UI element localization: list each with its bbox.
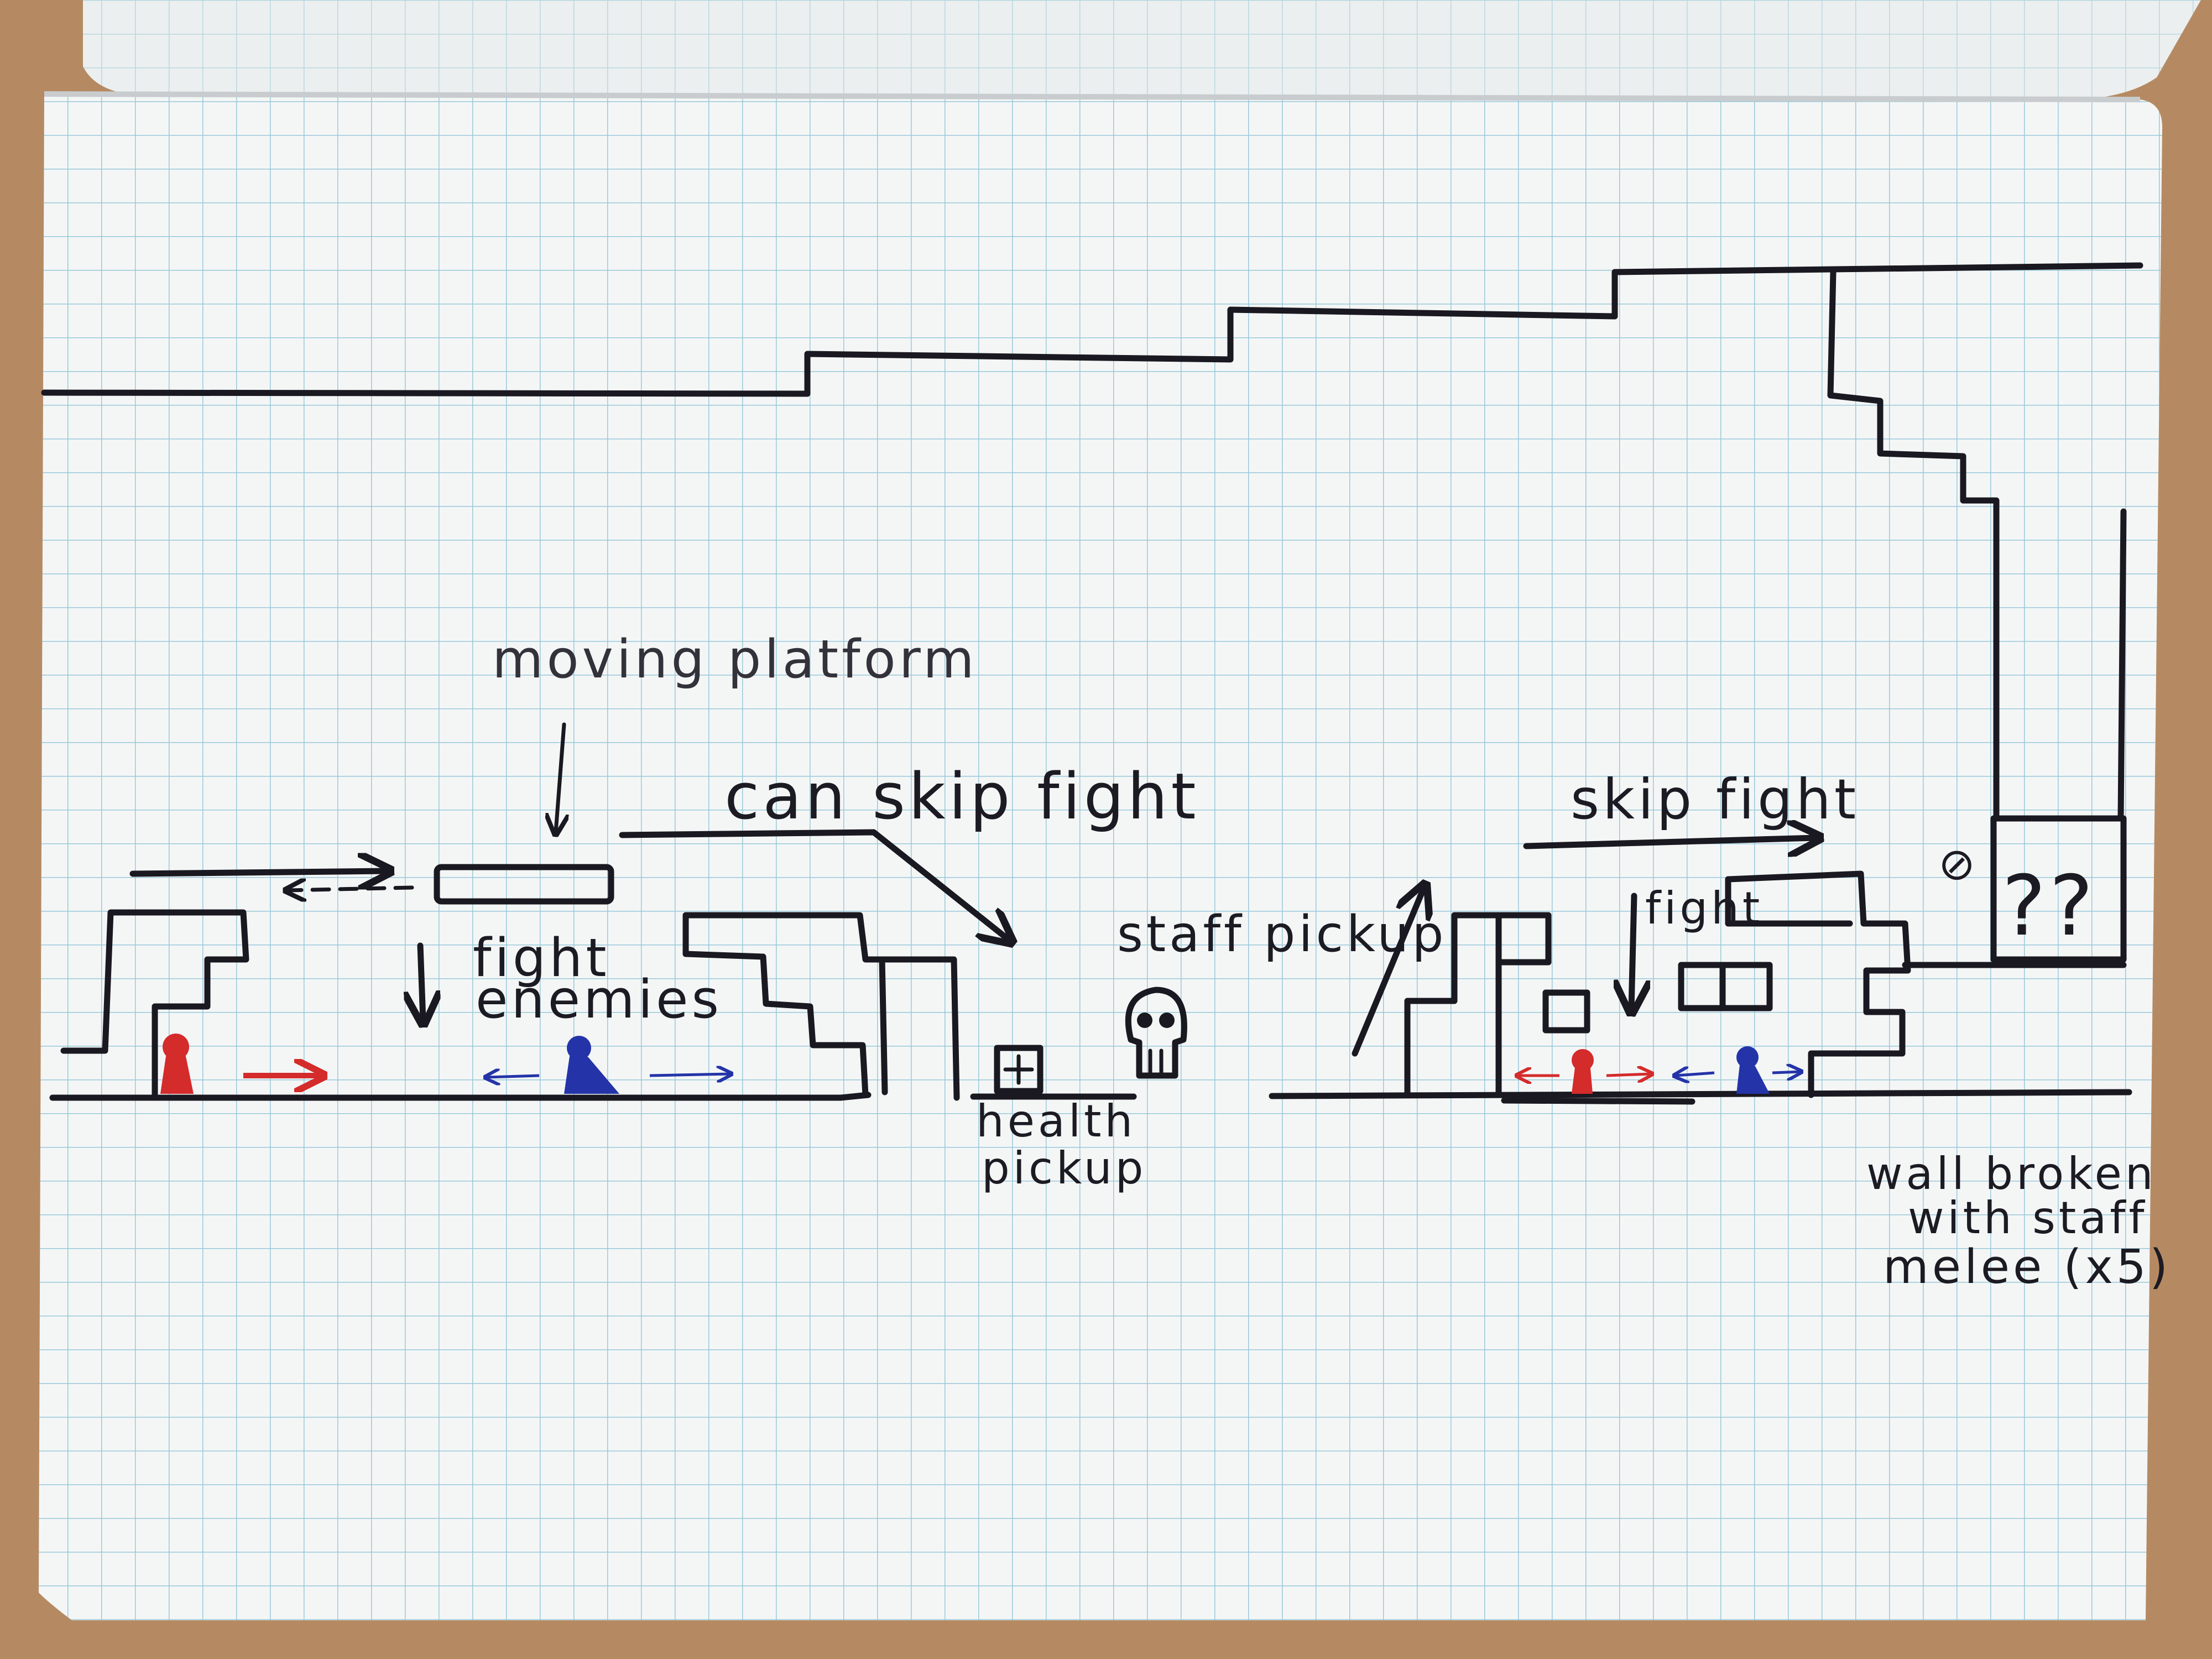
fight-drop-arrow <box>1631 893 1634 1009</box>
fight-enemies-label-2: enemies <box>476 969 722 1030</box>
skip-route-arrow <box>619 829 1009 940</box>
floor-left <box>49 1092 872 1101</box>
fight-enemies-label-1: fight <box>473 928 610 989</box>
blue-character-icon <box>1736 1046 1770 1094</box>
plus-icon <box>1003 1054 1034 1085</box>
skip-fight-label: skip fight <box>1571 767 1859 832</box>
health-pickup-label-1: health <box>976 1095 1136 1147</box>
wall-note-1: wall broken <box>1866 1148 2157 1199</box>
wall-note-3: melee (x5) <box>1883 1240 2171 1295</box>
start-arrow <box>129 871 387 874</box>
right-structure-ledge <box>1725 876 1853 927</box>
moving-platform-label: moving platform <box>492 629 978 690</box>
moving-platform-pointer <box>556 722 564 832</box>
red-character-icon <box>160 1034 194 1094</box>
floor-dip <box>1501 1097 1695 1105</box>
can-skip-fight-label: can skip fight <box>724 760 1199 834</box>
wall-note-2: with staff <box>1908 1192 2148 1244</box>
right-wall <box>2117 508 2127 819</box>
start-structure <box>60 909 249 1101</box>
ceiling-line <box>41 262 2143 397</box>
red-right-arrow <box>1606 1074 1651 1076</box>
floor-right <box>1269 1089 2132 1099</box>
health-pickup-label-2: pickup <box>982 1142 1146 1194</box>
small-block <box>1542 989 1590 1034</box>
middle-inner-wall <box>879 956 888 1095</box>
blue-right-arrow <box>649 1074 730 1076</box>
skull-icon <box>1125 987 1187 1079</box>
breakable-wall-marks: ?? <box>2002 858 2096 954</box>
moving-platform <box>434 864 614 905</box>
right-left-structure <box>1404 912 1552 1098</box>
breakable-wall <box>1990 815 2127 963</box>
blue-left-arrow <box>1676 1073 1715 1076</box>
wall-marker-icon: ⊘ <box>1938 838 1979 890</box>
blue-right-arrow <box>1772 1072 1800 1073</box>
blue-left-arrow <box>487 1076 540 1077</box>
fight-label: fight <box>1645 883 1763 934</box>
drop-arrow <box>420 942 423 1020</box>
climb-arrow <box>1352 888 1424 1057</box>
graph-grid <box>39 94 2162 1620</box>
red-character-icon <box>1572 1049 1594 1094</box>
platform-travel-arrow <box>288 888 414 890</box>
health-box <box>994 1045 1044 1094</box>
right-structure <box>1725 870 1911 1098</box>
staff-pickup-label: staff pickup <box>1117 905 1447 963</box>
skip-fight-arrow <box>1523 838 1817 846</box>
right-staircase <box>1827 269 2000 819</box>
blue-character-icon <box>564 1036 619 1094</box>
middle-top-structure <box>682 912 960 1101</box>
middle-staircase <box>682 951 869 1098</box>
